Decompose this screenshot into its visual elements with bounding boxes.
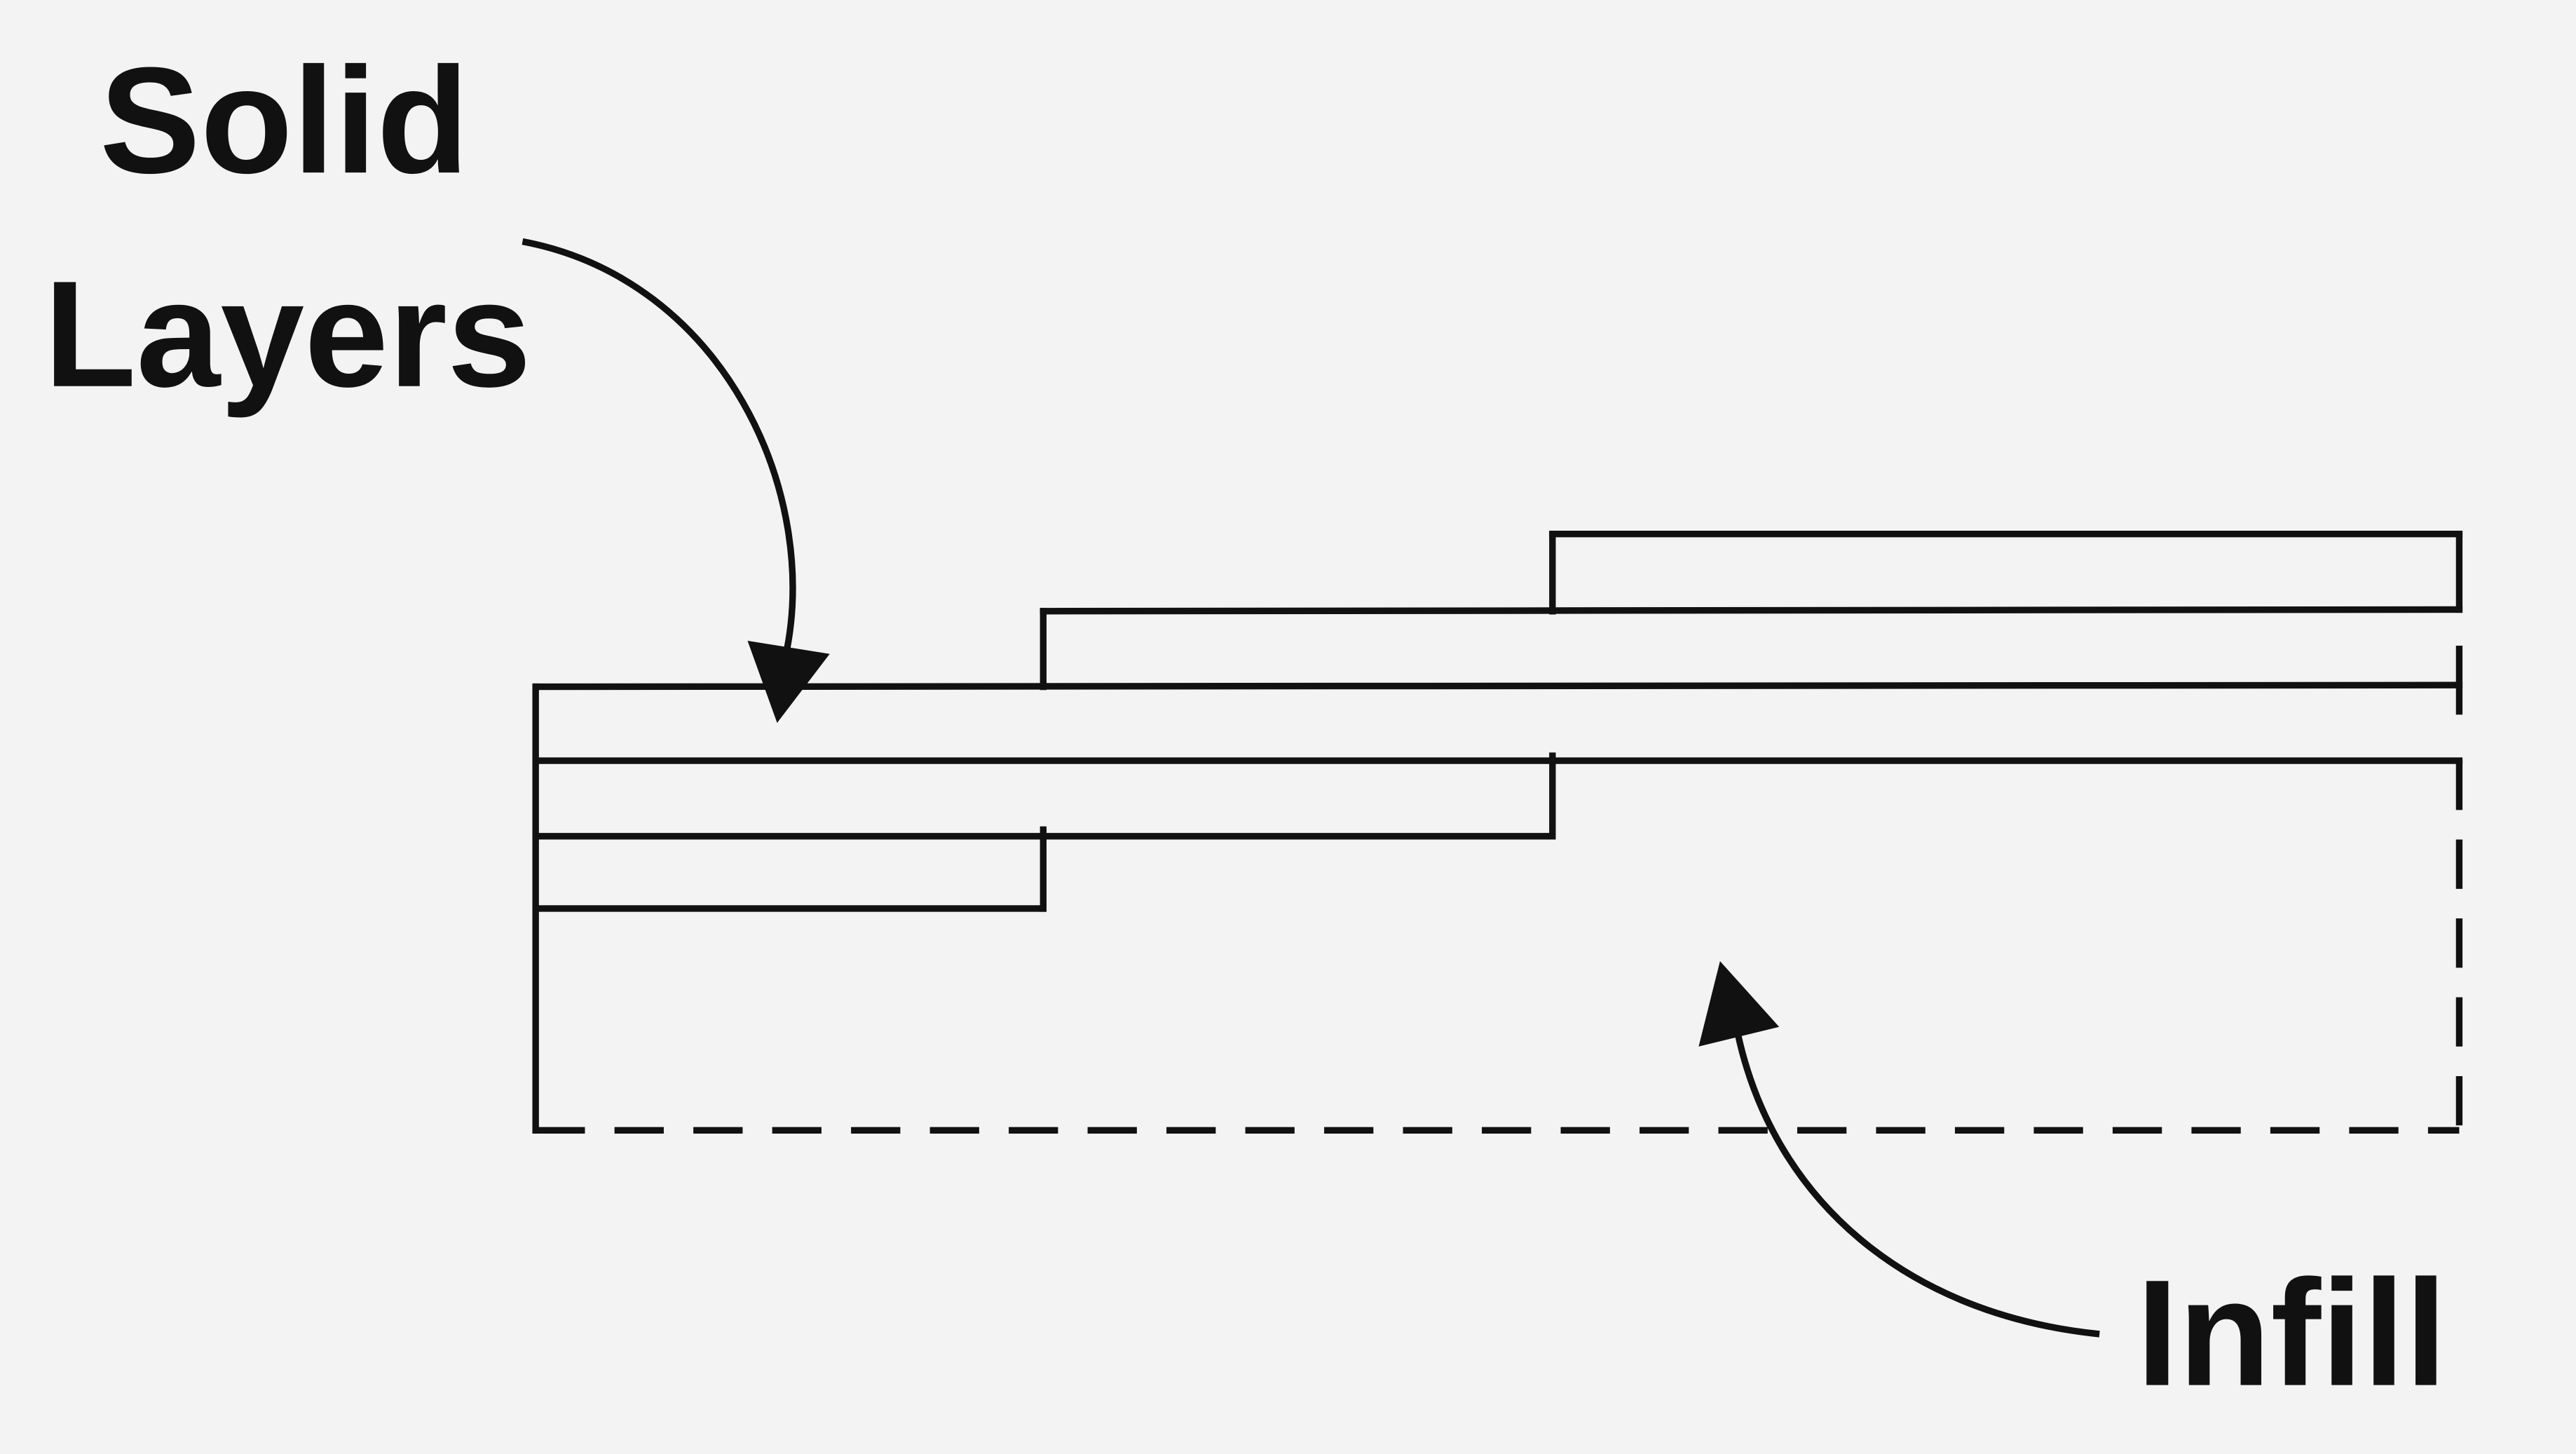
solid-layers-label-line2: Layers [44,250,531,419]
infill-boundary [536,761,2463,1134]
solid-layers-arrowhead [747,640,830,723]
solid-layers-label-line1: Solid [100,36,469,205]
infill-arrow-shaft [1735,1034,2100,1338]
layer-line [1040,606,2463,615]
infill-arrowhead [1698,960,1780,1047]
solid-layers-arrow-shaft [522,238,796,658]
solid-layer-lines [532,530,2463,1134]
layer-line [532,681,2463,691]
infill-label: Infill [2137,1249,2447,1418]
